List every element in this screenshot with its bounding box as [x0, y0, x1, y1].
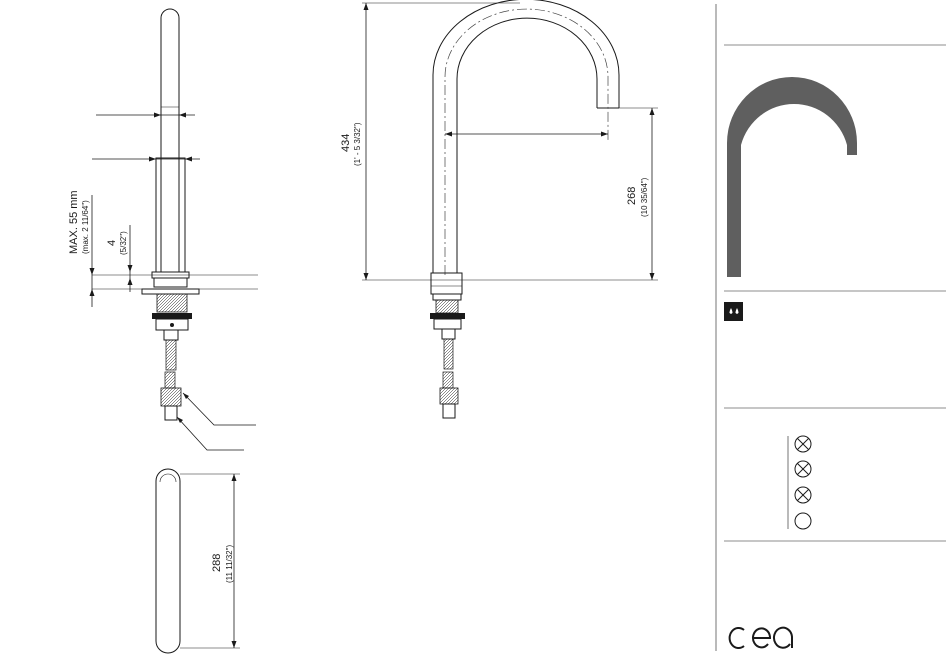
side-base-ring-2 — [154, 278, 187, 287]
side-connector-tip — [165, 406, 177, 420]
front-hose-end — [443, 372, 453, 388]
nut-offset-label: 4 — [106, 240, 118, 246]
side-hose-fitting — [164, 330, 178, 340]
nut-offset-sub: (5/32") — [119, 231, 128, 255]
front-base-ring — [433, 294, 461, 300]
front-clamp — [434, 319, 461, 329]
spout-silhouette-icon — [727, 77, 857, 277]
deck-thickness-sub: (max. 2 11/64") — [81, 200, 90, 254]
side-fixing-flange — [142, 289, 199, 294]
spout-outer — [433, 0, 619, 273]
side-hose — [166, 340, 176, 370]
front-base — [431, 273, 462, 294]
top-view-spout — [156, 469, 180, 653]
side-view: MAX. 55 mm (max. 2 11/64") 4 (5/32") — [68, 9, 258, 450]
front-fixing — [436, 300, 458, 313]
spout-inner — [457, 18, 597, 273]
flow-symbol-3 — [795, 487, 811, 503]
side-clamp-ring — [152, 313, 192, 319]
front-hose-fitting — [442, 329, 455, 339]
reach-label: 288 — [211, 554, 223, 572]
flow-symbol-4 — [795, 513, 811, 529]
side-clamp-screw — [170, 323, 174, 327]
height-label: 434 — [340, 134, 352, 152]
info-panel — [716, 4, 946, 651]
front-connector-tip — [443, 404, 455, 418]
front-hose — [444, 339, 453, 369]
leader-line-1 — [183, 393, 256, 425]
side-connector — [161, 388, 181, 406]
side-body — [156, 158, 185, 272]
front-clamp-ring — [430, 313, 465, 319]
height-sub: (1' - 5 3/32") — [353, 122, 362, 166]
cea-logo — [730, 628, 792, 648]
spout-height-label: 268 — [626, 187, 638, 205]
flow-symbol-1 — [795, 436, 811, 452]
top-view: 288 (11 11/32") — [156, 469, 240, 653]
spout-height-sub: (10 35/64") — [640, 177, 649, 217]
side-spout-tube — [161, 9, 179, 272]
two-drops-icon — [724, 302, 743, 321]
reach-sub: (11 11/32") — [225, 545, 234, 583]
front-view: 434 (1' - 5 3/32") 268 (10 35/64") — [340, 0, 658, 418]
front-connector — [440, 388, 458, 404]
flow-symbol-2 — [795, 461, 811, 477]
side-fixing-nut — [157, 294, 187, 312]
spout-centerline — [445, 9, 608, 275]
top-view-inner — [160, 474, 176, 482]
deck-thickness-label: MAX. 55 mm — [68, 190, 80, 254]
side-hose-end — [165, 372, 175, 388]
